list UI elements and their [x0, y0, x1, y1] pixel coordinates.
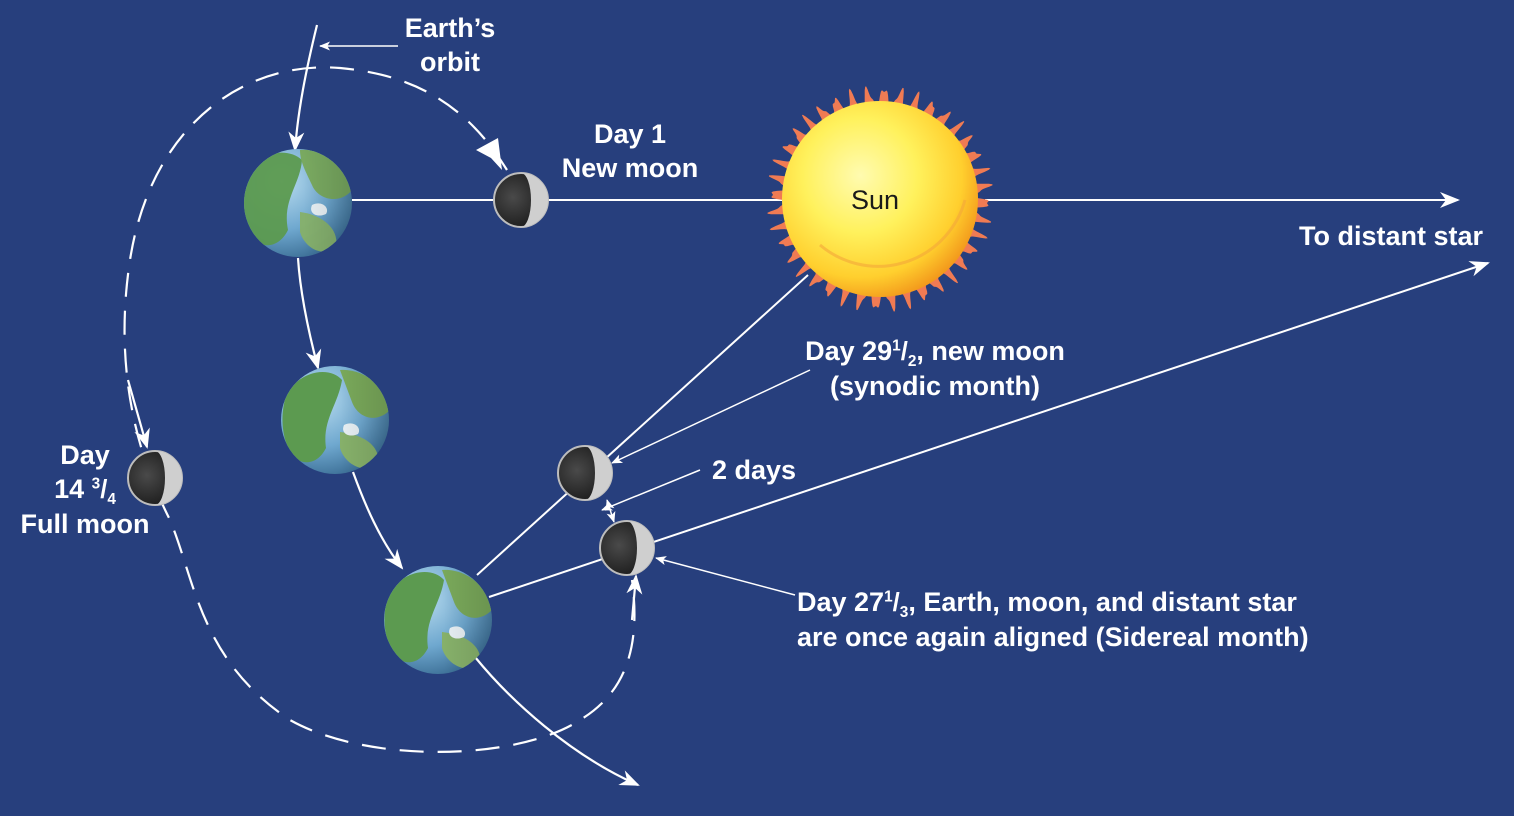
earth-path-arrow-4	[474, 656, 640, 787]
earth-globe-1	[244, 149, 352, 257]
pointer-2-days	[601, 469, 701, 511]
day27-fraction: 1/3	[884, 588, 909, 622]
day14-fraction: 3/4	[91, 475, 116, 509]
day14-label-line3: Full moon	[20, 509, 150, 539]
earth-path-arrow-3	[351, 471, 404, 570]
day14-whole: 14	[54, 474, 92, 504]
earths-orbit-label-line2: orbit	[420, 47, 480, 77]
two-days-gap-arrow	[605, 499, 616, 523]
orbit-arrow-left	[126, 379, 150, 449]
sun	[767, 86, 993, 312]
day29-label: Day 291/2, new moon (synodic month)	[770, 334, 1100, 403]
day27-label: Day 271/3, Earth, moon, and distant star…	[797, 585, 1309, 654]
day27-fraction-num: 1	[884, 588, 893, 606]
earth-orbit-path	[123, 66, 636, 753]
day14-label-line1: Day	[60, 440, 110, 470]
pointer-day27	[655, 556, 796, 596]
two-days-label: 2 days	[712, 455, 797, 485]
day27-suffix: , Earth, moon, and distant star	[908, 587, 1297, 617]
orbit-arrow-bottom-right	[626, 574, 643, 621]
earths-orbit-label-line1: Earth’s	[404, 13, 496, 43]
day29-fraction: 1/2	[892, 337, 917, 371]
moon-day27-sidereal	[599, 520, 655, 576]
orbit-direction-chevron	[476, 138, 502, 170]
to-distant-star-label: To distant star	[1299, 221, 1484, 251]
earth-globe-3	[384, 566, 492, 674]
day29-suffix: , new moon	[916, 336, 1065, 366]
day14-label-line2: 14 3/4	[10, 472, 160, 507]
moon-day29-new	[557, 445, 613, 501]
day27-label-line1: Day 271/3, Earth, moon, and distant star	[797, 585, 1309, 620]
day29-label-line1: Day 291/2, new moon	[770, 334, 1100, 369]
day27-label-line2: are once again aligned (Sidereal month)	[797, 622, 1309, 652]
earth-path-arrow-2	[296, 257, 322, 370]
day1-label-line2: New moon	[561, 153, 699, 183]
day14-fraction-num: 3	[91, 475, 101, 493]
day29-prefix: Day 29	[805, 336, 893, 366]
moon-day14-full	[127, 450, 183, 506]
day29-fraction-num: 1	[892, 337, 901, 355]
earth-globe-2	[281, 366, 389, 474]
earths-orbit-label: Earth’s orbit	[385, 11, 515, 79]
day1-label-line1: Day 1	[593, 119, 667, 149]
line-earth3-to-sun	[476, 274, 809, 576]
day29-fraction-den: 2	[907, 353, 917, 371]
day27-fraction-den: 3	[899, 604, 909, 622]
earth-path-arrow-1	[288, 24, 319, 152]
day14-fraction-den: 4	[107, 491, 116, 509]
pointer-day29	[611, 369, 811, 464]
day29-label-line2: (synodic month)	[830, 371, 1040, 401]
day27-prefix: Day 27	[797, 587, 885, 617]
line-to-distant-star-bottom	[488, 261, 1490, 598]
day14-label: Day 14 3/4 Full moon	[10, 438, 160, 541]
moon-day1-new	[493, 172, 549, 228]
sun-label: Sun	[851, 185, 900, 215]
day1-label: Day 1 New moon	[540, 117, 720, 185]
